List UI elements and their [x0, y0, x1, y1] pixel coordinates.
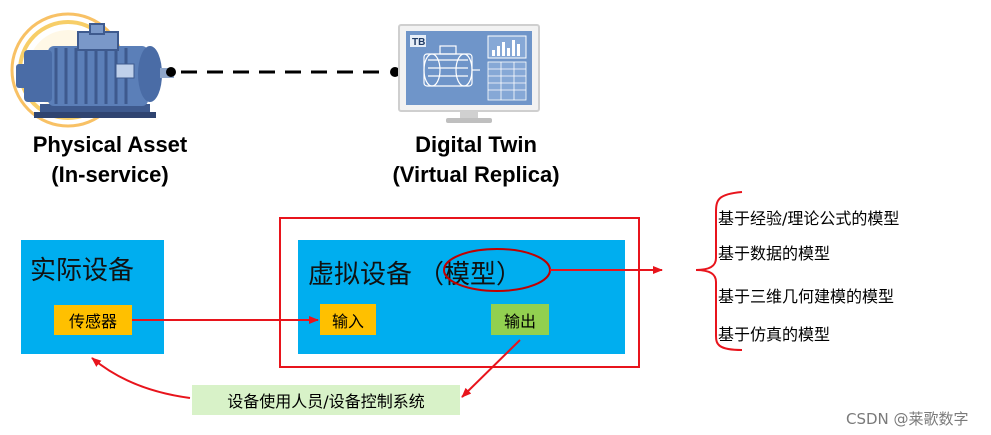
model-type-item: 基于三维几何建模的模型 [718, 287, 895, 306]
physical-device-title: 实际设备 [30, 256, 135, 286]
output-to-operator-arrow [461, 339, 521, 398]
model-highlight-ellipse [443, 248, 551, 292]
model-types-brace [695, 191, 743, 351]
monitor-icon [398, 24, 540, 123]
virtual-device-highlight-frame [279, 217, 640, 368]
physical-asset-label: Physical Asset (In-service) [0, 130, 220, 190]
virtual-device-title: 虚拟设备 [308, 260, 413, 290]
input-tag: 输入 [320, 304, 376, 335]
model-type-item: 基于数据的模型 [718, 244, 831, 263]
virtual-device-box [298, 240, 625, 354]
model-type-item: 基于经验/理论公式的模型 [718, 209, 900, 228]
model-label: （模型） [418, 260, 523, 290]
electric-motor-icon [10, 12, 174, 128]
model-type-item: 基于仿真的模型 [718, 325, 831, 344]
physical-asset-title: Physical Asset [32, 132, 188, 157]
digital-twin-title: Digital Twin [415, 132, 537, 157]
output-tag: 输出 [491, 304, 549, 335]
operator-label: 设备使用人员/设备控制系统 [192, 385, 460, 415]
physical-asset-subtitle: (In-service) [51, 162, 169, 187]
watermark: CSDN @莱歌数字 [846, 410, 969, 428]
physical-device-box [21, 240, 164, 354]
digital-twin-label: Digital Twin (Virtual Replica) [356, 130, 596, 190]
sensor-tag: 传感器 [54, 305, 132, 335]
digital-twin-subtitle: (Virtual Replica) [392, 162, 560, 187]
operator-to-device-arrow [91, 357, 191, 399]
dashed-connection-line [166, 67, 400, 77]
monitor-badge: TB [412, 37, 426, 48]
